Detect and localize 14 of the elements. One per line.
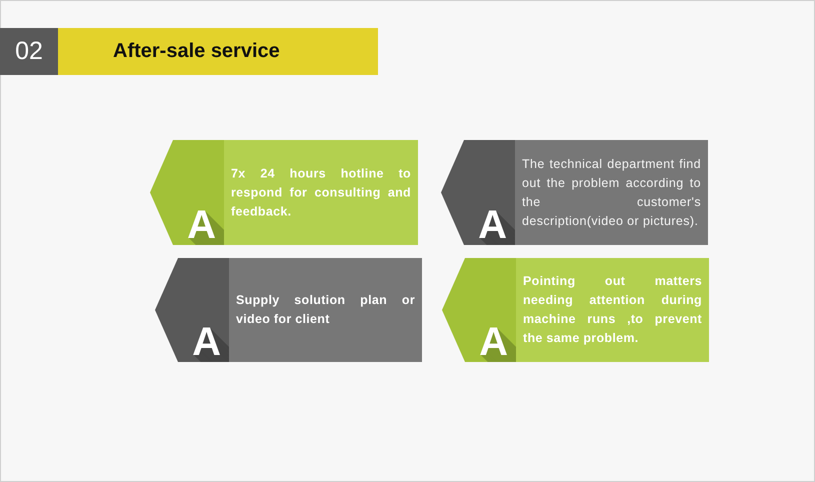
card-text: Pointing out matters needing attention during machine runs ,to prevent the same problem. bbox=[523, 273, 702, 347]
arrow-card bbox=[155, 258, 422, 362]
arrow-card bbox=[441, 140, 708, 245]
tab-letter: A bbox=[479, 325, 508, 359]
section-number: 02 bbox=[0, 28, 58, 75]
card-text: Supply solution plan or video for client bbox=[236, 292, 415, 328]
arrow-card bbox=[150, 140, 418, 245]
arrow-card bbox=[442, 258, 709, 362]
tab-letter: A bbox=[187, 208, 216, 242]
tab-letter: A bbox=[192, 325, 221, 359]
tab-letter: A bbox=[478, 208, 507, 242]
title-banner: After-sale service bbox=[58, 28, 378, 75]
card-text: The technical department find out the problem according to the customer's description(video or pictures). bbox=[522, 156, 701, 230]
card-text: 7x 24 hours hotline to respond for consulting and feedback. bbox=[231, 165, 411, 220]
